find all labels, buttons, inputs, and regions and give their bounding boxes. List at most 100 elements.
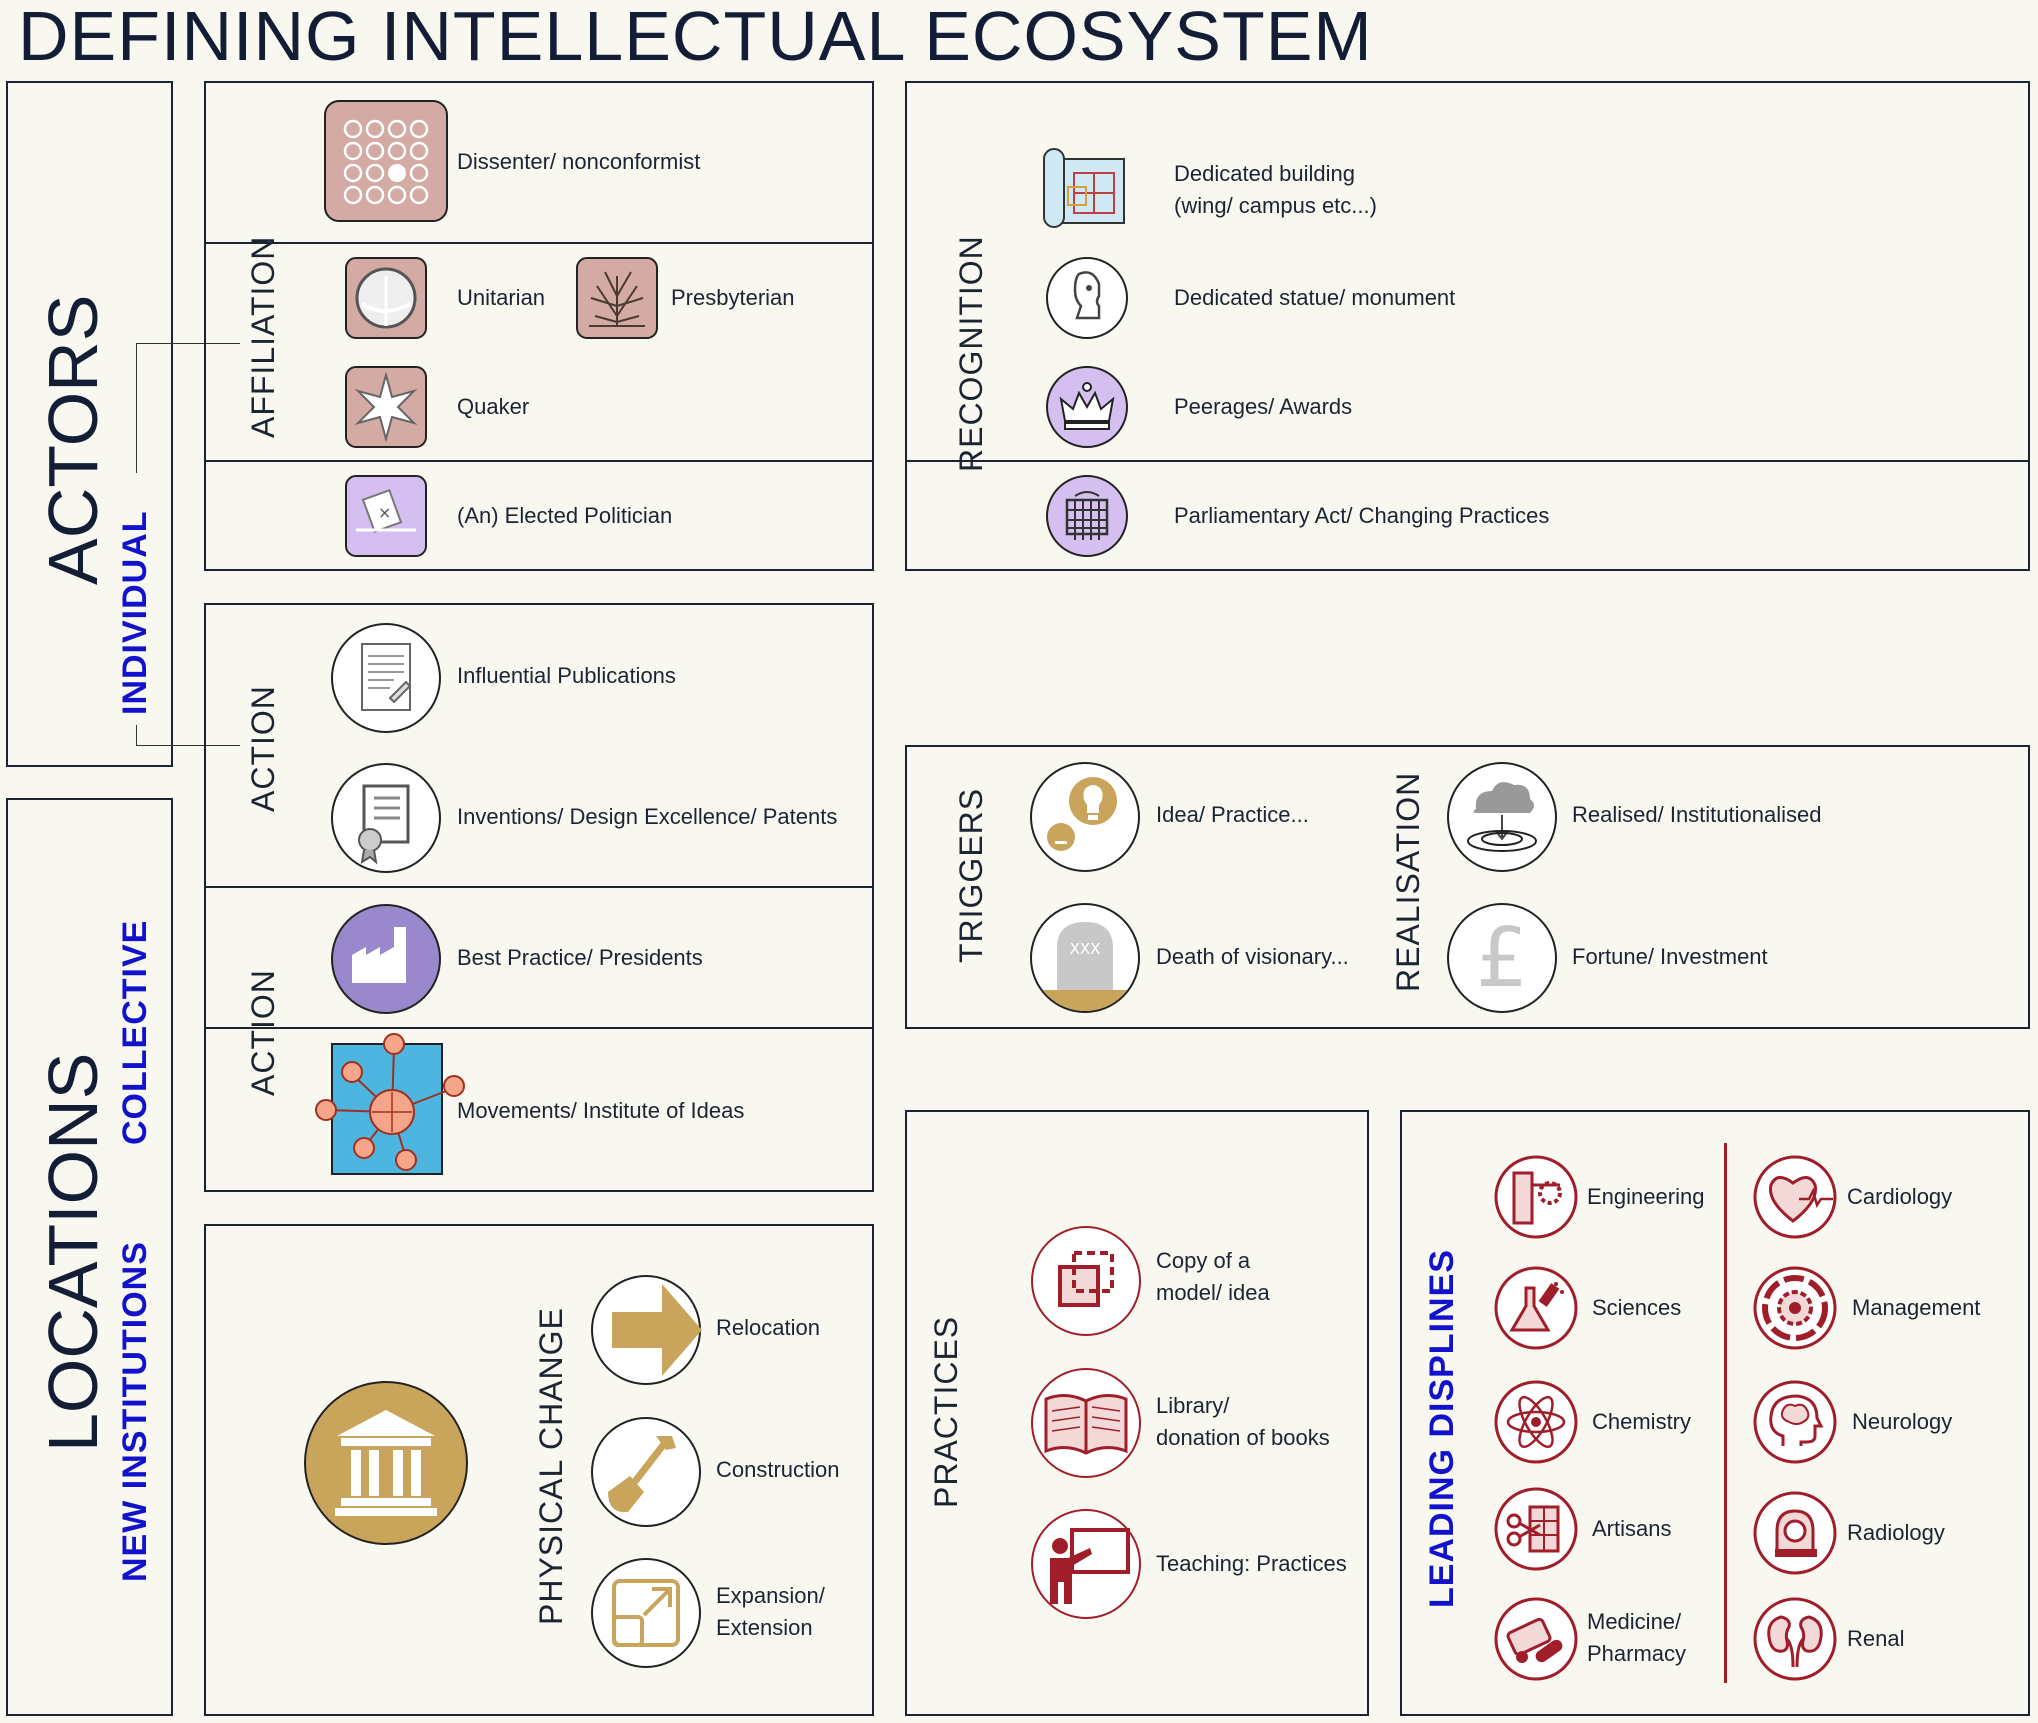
physical-change-panel xyxy=(204,1224,874,1716)
blueprint-icon xyxy=(1043,148,1125,228)
peerages-label: Peerages/ Awards xyxy=(1174,394,1353,419)
heart-icon xyxy=(1753,1155,1837,1239)
renal-label: Renal xyxy=(1847,1626,1905,1651)
copy-icon xyxy=(1031,1226,1141,1336)
factory-icon xyxy=(331,904,441,1014)
scanner-icon xyxy=(1753,1491,1837,1575)
book-icon xyxy=(1031,1368,1141,1478)
locations-label: LOCATIONS xyxy=(34,1052,112,1452)
publication-icon xyxy=(331,623,441,733)
expand-icon xyxy=(591,1558,701,1668)
artisans-label: Artisans xyxy=(1592,1516,1672,1541)
pound-icon: £ xyxy=(1447,903,1557,1013)
artisans-icon xyxy=(1494,1487,1578,1571)
physical-change-heading: PHYSICAL CHANGE xyxy=(533,1307,569,1625)
realisation-heading: REALISATION xyxy=(1390,771,1426,992)
building-label-2: (wing/ campus etc...) xyxy=(1174,193,1377,218)
connector-line xyxy=(136,343,137,473)
disciplines-divider xyxy=(1724,1143,1727,1683)
triggers-heading: TRIGGERS xyxy=(953,787,989,963)
actors-panel xyxy=(6,81,173,767)
teaching-icon xyxy=(1031,1509,1141,1619)
medicine-label-2: Pharmacy xyxy=(1587,1641,1687,1666)
quaker-icon xyxy=(345,366,427,448)
pound-glyph: £ xyxy=(1476,911,1528,1006)
actors-label: ACTORS xyxy=(34,294,112,585)
lightbulb-icon xyxy=(1030,762,1140,872)
divider xyxy=(204,886,874,888)
cloud-icon xyxy=(1447,762,1557,872)
atom-icon xyxy=(1494,1380,1578,1464)
disciplines-panel xyxy=(1400,1110,2030,1716)
library-label-2: donation of books xyxy=(1156,1425,1330,1450)
quaker-label: Quaker xyxy=(457,394,530,419)
institution-icon xyxy=(304,1381,468,1545)
locations-panel xyxy=(6,798,173,1716)
patent-icon xyxy=(331,763,441,873)
statue-label: Dedicated statue/ monument xyxy=(1174,285,1456,310)
crown-icon xyxy=(1046,366,1128,448)
practices-heading: PRACTICES xyxy=(928,1315,964,1508)
death-mark: XXX xyxy=(1070,940,1101,958)
page-title: DEFINING INTELLECTUAL ECOSYSTEM xyxy=(18,0,1373,75)
network-icon xyxy=(315,1033,465,1175)
recognition-heading: RECOGNITION xyxy=(953,235,989,472)
new-institutions-label: NEW INSTITUTIONS xyxy=(116,1241,154,1582)
kidney-icon xyxy=(1753,1597,1837,1681)
inventions-label: Inventions/ Design Excellence/ Patents xyxy=(457,804,838,829)
dissenter-label: Dissenter/ nonconformist xyxy=(457,149,701,174)
politician-label: (An) Elected Politician xyxy=(457,503,673,528)
divider xyxy=(204,242,874,244)
medicine-label-1: Medicine/ xyxy=(1587,1609,1682,1634)
building-label-1: Dedicated building xyxy=(1174,161,1356,186)
management-label: Management xyxy=(1852,1295,1981,1320)
sciences-label: Sciences xyxy=(1592,1295,1682,1320)
individual-label: INDIVIDUAL xyxy=(116,510,154,715)
best-practice-label: Best Practice/ Presidents xyxy=(457,945,703,970)
svg-text:×: × xyxy=(378,503,391,522)
copy-label-2: model/ idea xyxy=(1156,1280,1270,1305)
ballot-icon: × xyxy=(345,475,427,557)
statue-icon xyxy=(1046,257,1128,339)
divider xyxy=(905,460,2030,462)
affiliation-panel xyxy=(204,81,874,571)
unitarian-label: Unitarian xyxy=(457,285,546,310)
sciences-icon xyxy=(1494,1266,1578,1350)
disciplines-heading: LEADING DISPLINES xyxy=(1423,1249,1461,1608)
medicine-icon xyxy=(1494,1597,1578,1681)
relocation-label: Relocation xyxy=(716,1315,820,1340)
shovel-icon xyxy=(591,1417,701,1527)
movements-label: Movements/ Institute of Ideas xyxy=(457,1098,745,1123)
gear-icon xyxy=(1753,1266,1837,1350)
parliament-label: Parliamentary Act/ Changing Practices xyxy=(1174,503,1550,528)
brain-icon xyxy=(1753,1380,1837,1464)
divider xyxy=(204,460,874,462)
action-individual-heading: ACTION xyxy=(245,685,281,812)
action-collective-heading: ACTION xyxy=(245,969,281,1096)
practices-panel xyxy=(905,1110,1369,1716)
cardiology-label: Cardiology xyxy=(1847,1184,1953,1209)
gravestone-icon: XXX xyxy=(1030,903,1140,1013)
library-label-1: Library/ xyxy=(1156,1393,1230,1418)
action-panel xyxy=(204,603,874,1192)
idea-label: Idea/ Practice... xyxy=(1156,802,1309,827)
publications-label: Influential Publications xyxy=(457,663,676,688)
triggers-panel xyxy=(905,745,2030,1029)
relocation-icon xyxy=(591,1275,702,1385)
death-label: Death of visionary... xyxy=(1156,944,1349,969)
connector-line xyxy=(136,343,240,344)
expansion-label-1: Expansion/ xyxy=(716,1583,825,1608)
unitarian-icon xyxy=(345,257,427,339)
realised-label: Realised/ Institutionalised xyxy=(1572,802,1822,827)
portcullis-icon xyxy=(1046,475,1128,557)
presbyterian-icon xyxy=(576,257,658,339)
engineering-label: Engineering xyxy=(1587,1184,1705,1209)
expansion-label-2: Extension xyxy=(716,1615,813,1640)
connector-line xyxy=(136,745,240,746)
presbyterian-label: Presbyterian xyxy=(671,285,795,310)
divider xyxy=(204,1027,874,1029)
copy-label-1: Copy of a xyxy=(1156,1248,1251,1273)
neurology-label: Neurology xyxy=(1852,1409,1953,1434)
construction-label: Construction xyxy=(716,1457,840,1482)
dissenter-icon xyxy=(324,100,448,222)
